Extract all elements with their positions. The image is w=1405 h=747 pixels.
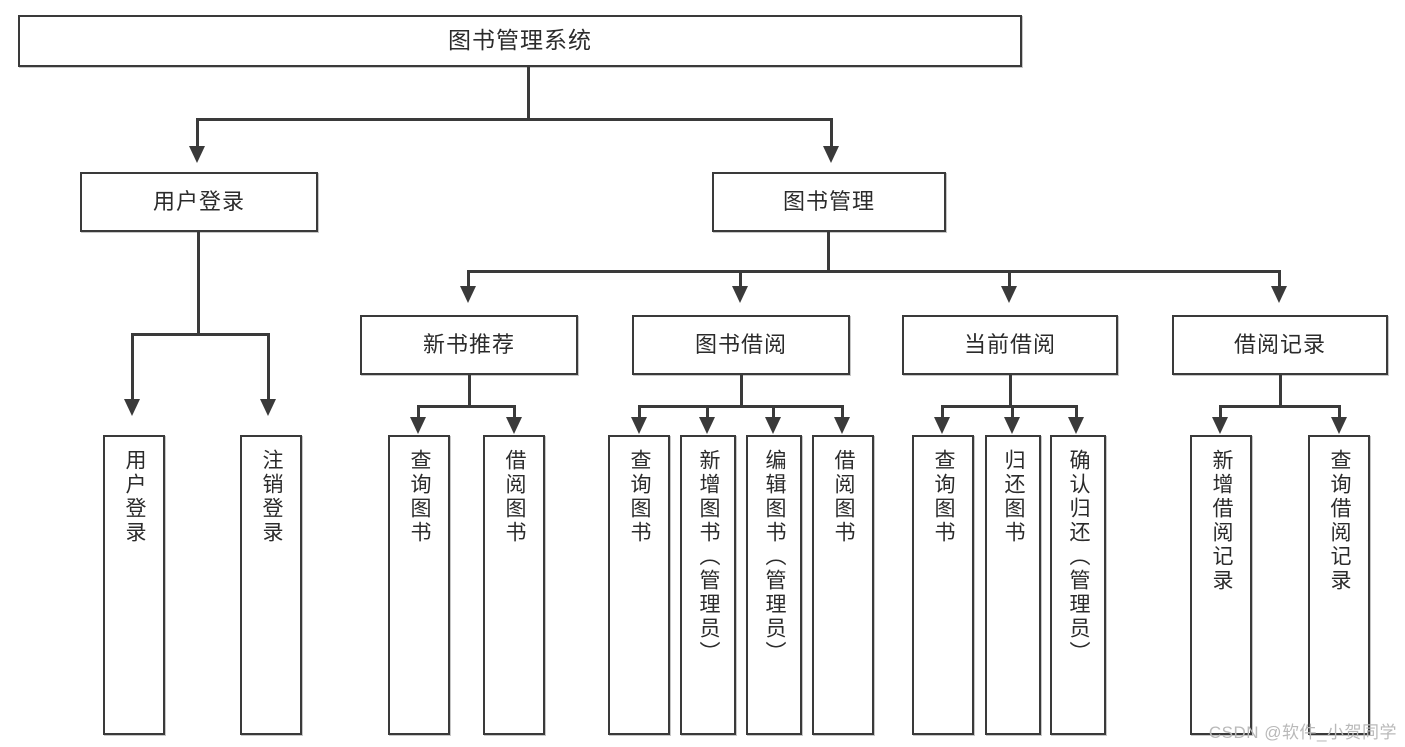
connector-cb-drop-3 (1075, 405, 1078, 419)
connector-bm-drop-1 (467, 270, 470, 288)
connector-bb-drop-3 (772, 405, 775, 419)
leaf-add-book[interactable]: 新增图书（管理员） (680, 435, 736, 735)
connector-nbr-drop-1 (417, 405, 420, 419)
arrow-to-leaf-add-record (1212, 417, 1228, 434)
arrow-to-borrow-record (1271, 286, 1287, 303)
leaf-query-book-2[interactable]: 查询图书 (608, 435, 670, 735)
leaf-query-record[interactable]: 查询借阅记录 (1308, 435, 1370, 735)
node-book-borrow[interactable]: 图书借阅 (632, 315, 850, 375)
connector-bb-stem (740, 375, 743, 407)
node-label: 图书管理 (782, 188, 875, 214)
leaf-query-book-3[interactable]: 查询图书 (912, 435, 974, 735)
arrow-to-book-manage (823, 146, 839, 163)
connector-cb-drop-2 (1011, 405, 1014, 419)
connector-nbr-bus (417, 405, 516, 408)
node-label: 当前借阅 (963, 331, 1056, 357)
connector-user-login-drop-1 (131, 333, 134, 401)
arrow-to-book-borrow (732, 286, 748, 303)
connector-br-stem (1279, 375, 1282, 407)
connector-nbr-drop-2 (513, 405, 516, 419)
leaf-confirm-return[interactable]: 确认归还（管理员） (1050, 435, 1106, 735)
arrow-to-leaf-edit-book (765, 417, 781, 434)
node-book-manage[interactable]: 图书管理 (712, 172, 946, 232)
node-label: 借阅记录 (1233, 331, 1326, 357)
connector-bb-drop-1 (638, 405, 641, 419)
arrow-to-leaf-return-book (1004, 417, 1020, 434)
arrow-to-leaf-query-book-3 (934, 417, 950, 434)
leaf-borrow-book-1[interactable]: 借阅图书 (483, 435, 545, 735)
connector-br-drop-1 (1219, 405, 1222, 419)
arrow-to-leaf-logout (260, 399, 276, 416)
leaf-logout[interactable]: 注销登录 (240, 435, 302, 735)
arrow-to-new-book-recommend (460, 286, 476, 303)
node-label: 借阅图书 (832, 449, 856, 545)
csdn-watermark: CSDN @软件_小贺同学 (1208, 723, 1397, 742)
connector-root-stem (527, 67, 530, 120)
node-root-system[interactable]: 图书管理系统 (18, 15, 1022, 67)
connector-bm-drop-2 (739, 270, 742, 288)
leaf-add-record[interactable]: 新增借阅记录 (1190, 435, 1252, 735)
connector-bb-drop-4 (841, 405, 844, 419)
connector-book-manage-stem (827, 232, 830, 272)
node-label: 图书借阅 (694, 331, 787, 357)
connector-book-manage-bus (467, 270, 1278, 273)
arrow-to-leaf-query-record (1331, 417, 1347, 434)
node-label: 新书推荐 (422, 331, 515, 357)
connector-cb-bus (941, 405, 1078, 408)
node-label: 注销登录 (260, 449, 284, 545)
connector-root-drop-left (196, 118, 199, 148)
connector-user-login-bus (131, 333, 268, 336)
connector-br-drop-2 (1338, 405, 1341, 419)
connector-bm-drop-3 (1008, 270, 1011, 288)
node-label: 归还图书 (1002, 449, 1026, 545)
arrow-to-leaf-user-login (124, 399, 140, 416)
arrow-to-leaf-query-book-1 (410, 417, 426, 434)
node-label: 查询图书 (628, 449, 652, 545)
connector-bb-bus (638, 405, 844, 408)
arrow-to-leaf-add-book (699, 417, 715, 434)
connector-root-drop-right (830, 118, 833, 148)
node-label: 图书管理系统 (448, 27, 592, 54)
arrow-to-leaf-confirm-return (1068, 417, 1084, 434)
node-label: 查询图书 (932, 449, 956, 545)
connector-bb-drop-2 (706, 405, 709, 419)
node-label: 查询借阅记录 (1328, 449, 1352, 593)
arrow-to-leaf-borrow-book-2 (834, 417, 850, 434)
arrow-to-leaf-query-book-2 (631, 417, 647, 434)
node-user-login[interactable]: 用户登录 (80, 172, 318, 232)
node-current-borrow[interactable]: 当前借阅 (902, 315, 1118, 375)
leaf-edit-book[interactable]: 编辑图书（管理员） (746, 435, 802, 735)
connector-user-login-drop-2 (267, 333, 270, 401)
leaf-query-book-1[interactable]: 查询图书 (388, 435, 450, 735)
leaf-borrow-book-2[interactable]: 借阅图书 (812, 435, 874, 735)
node-label: 编辑图书（管理员） (763, 449, 787, 665)
connector-br-bus (1219, 405, 1341, 408)
node-label: 新增图书（管理员） (697, 449, 721, 665)
node-borrow-record[interactable]: 借阅记录 (1172, 315, 1388, 375)
node-label: 用户登录 (123, 449, 147, 545)
leaf-return-book[interactable]: 归还图书 (985, 435, 1041, 735)
node-label: 借阅图书 (503, 449, 527, 545)
arrow-to-user-login (189, 146, 205, 163)
leaf-user-login[interactable]: 用户登录 (103, 435, 165, 735)
arrow-to-leaf-borrow-book-1 (506, 417, 522, 434)
node-label: 查询图书 (408, 449, 432, 545)
node-label: 确认归还（管理员） (1067, 449, 1091, 665)
arrow-to-current-borrow (1001, 286, 1017, 303)
connector-cb-drop-1 (941, 405, 944, 419)
connector-cb-stem (1009, 375, 1012, 407)
connector-bm-drop-4 (1278, 270, 1281, 288)
node-label: 新增借阅记录 (1210, 449, 1234, 593)
node-new-book-recommend[interactable]: 新书推荐 (360, 315, 578, 375)
node-label: 用户登录 (152, 188, 245, 214)
connector-nbr-stem (468, 375, 471, 407)
connector-root-bus (196, 118, 833, 121)
connector-user-login-stem (197, 232, 200, 335)
